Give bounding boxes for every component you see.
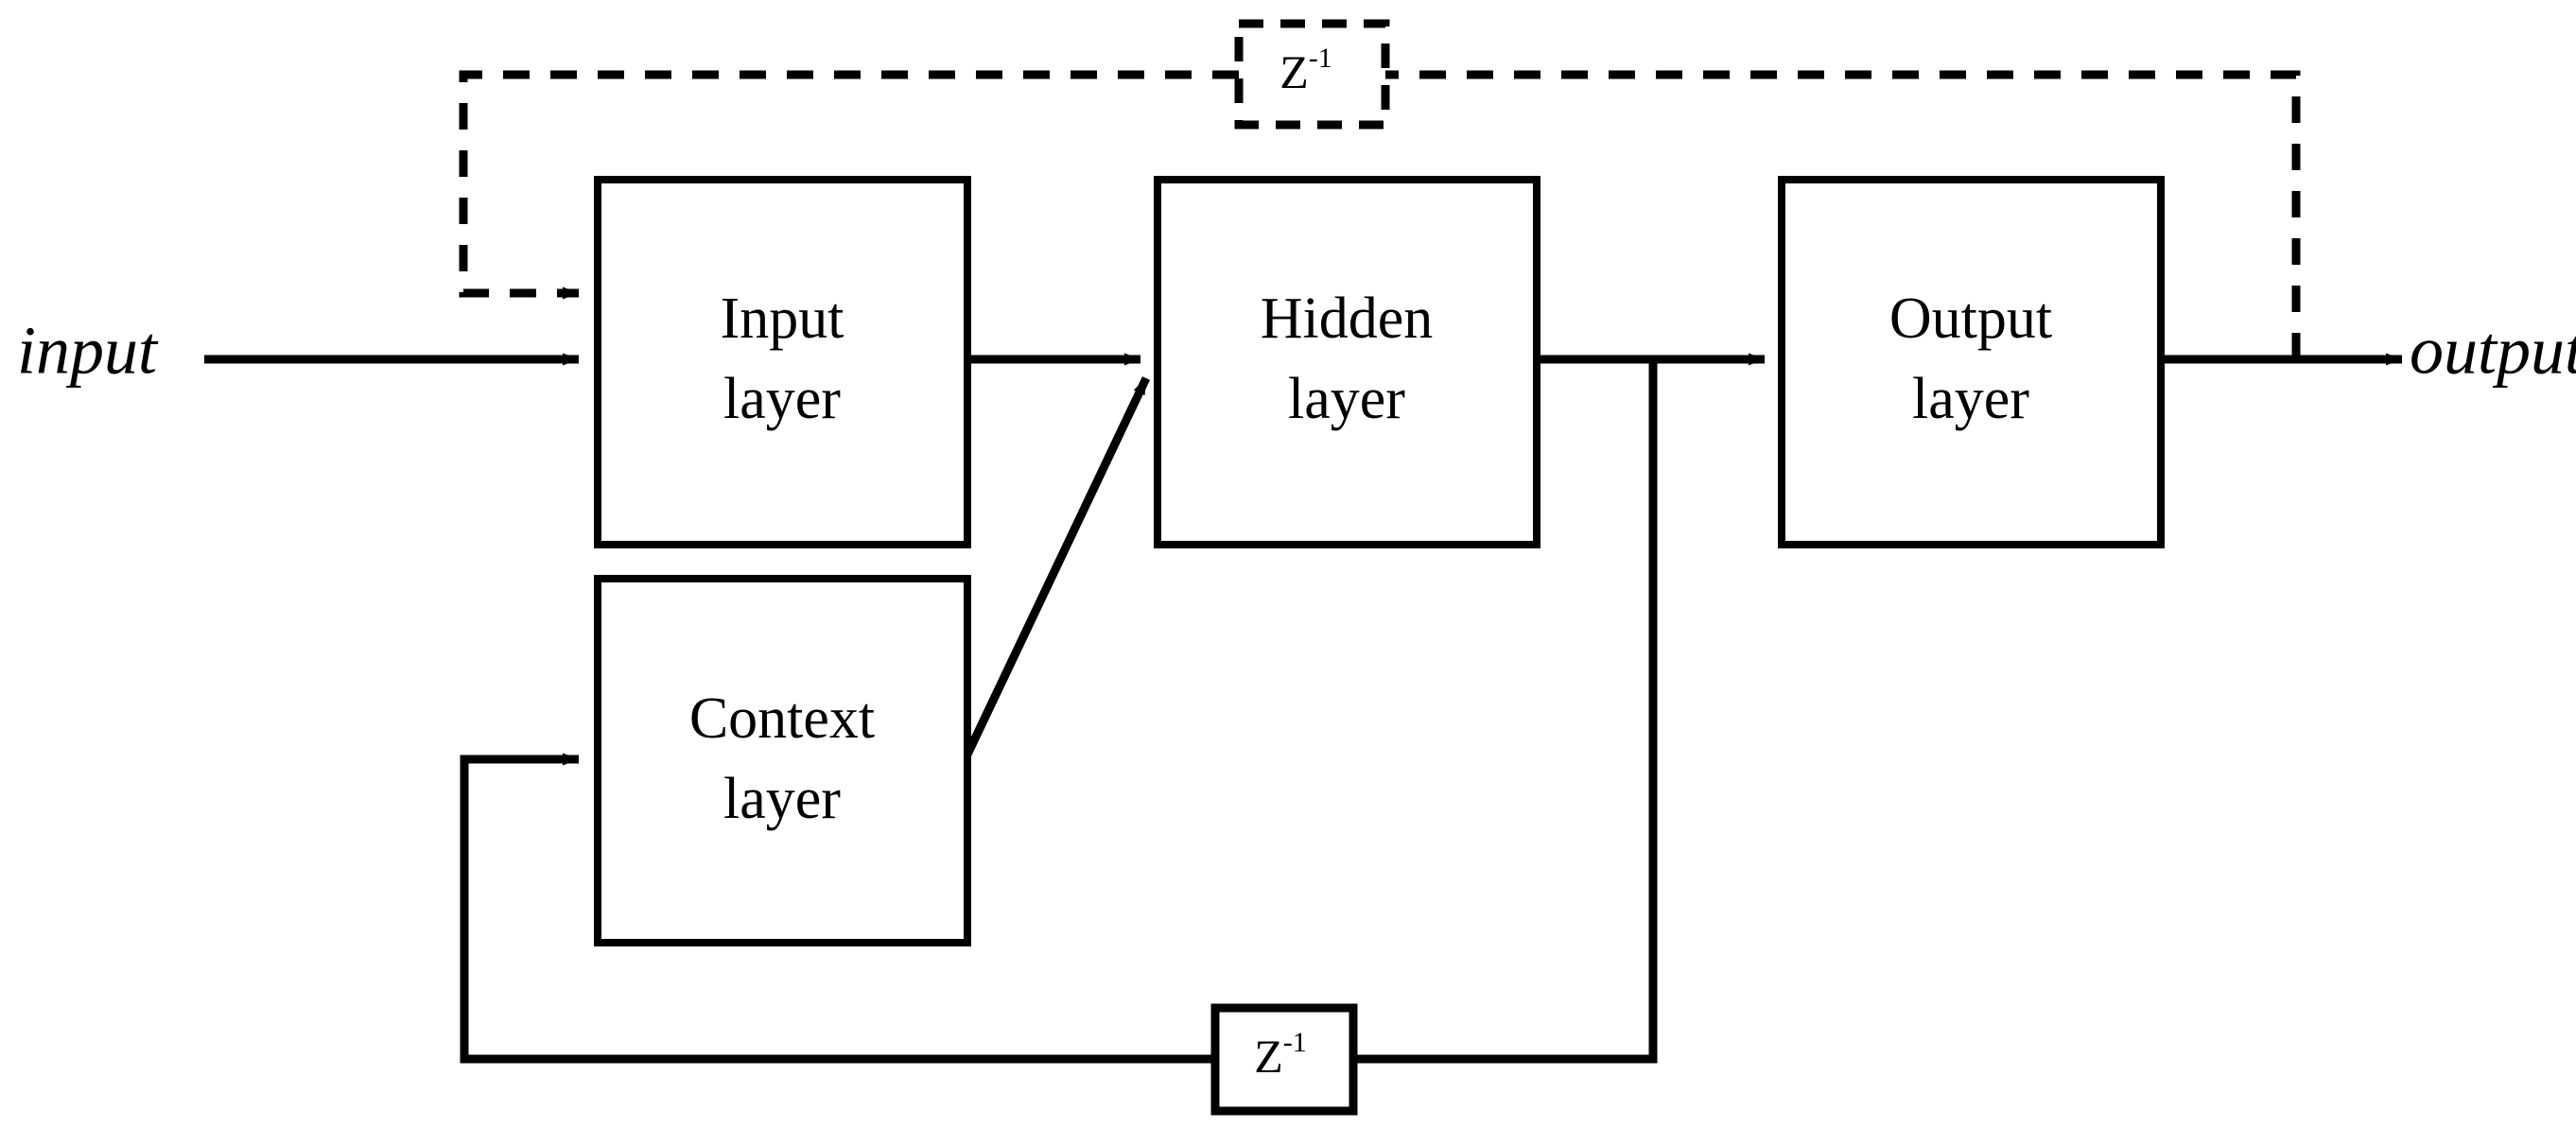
block-delay-top[interactable]: Z-1 [1234,19,1390,130]
delay-bottom-base: Z [1254,1030,1283,1083]
output-layer-label-line1: Output [1889,286,2052,351]
block-delay-bottom[interactable]: Z-1 [1210,1003,1358,1116]
connector-hidden-feedback-solid [460,361,1658,1064]
context-layer-label-line1: Context [689,686,875,751]
context-layer-label-line2: layer [723,767,841,831]
block-context-layer[interactable]: Context layer [594,575,971,946]
delay-top-exponent: -1 [1309,43,1332,74]
input-label: input [17,313,159,389]
hidden-layer-label-line1: Hidden [1261,286,1434,351]
delay-bottom-label: Z-1 [1254,1027,1307,1084]
block-hidden-layer[interactable]: Hidden layer [1154,176,1540,548]
delay-top-label: Z-1 [1279,43,1332,99]
block-input-layer[interactable]: Input layer [594,176,971,548]
input-layer-label-line2: layer [723,367,841,431]
hidden-layer-label-line2: layer [1288,367,1405,431]
output-label: output [2410,313,2576,389]
delay-bottom-exponent: -1 [1283,1027,1307,1058]
connector-context-layer-to-hidden-layer [963,376,1151,756]
input-layer-label-line1: Input [721,286,844,351]
output-layer-label-line2: layer [1912,367,2029,431]
block-output-layer[interactable]: Output layer [1778,176,2165,548]
delay-top-base: Z [1279,45,1309,98]
connector-output-feedback-dashed [459,70,2301,359]
